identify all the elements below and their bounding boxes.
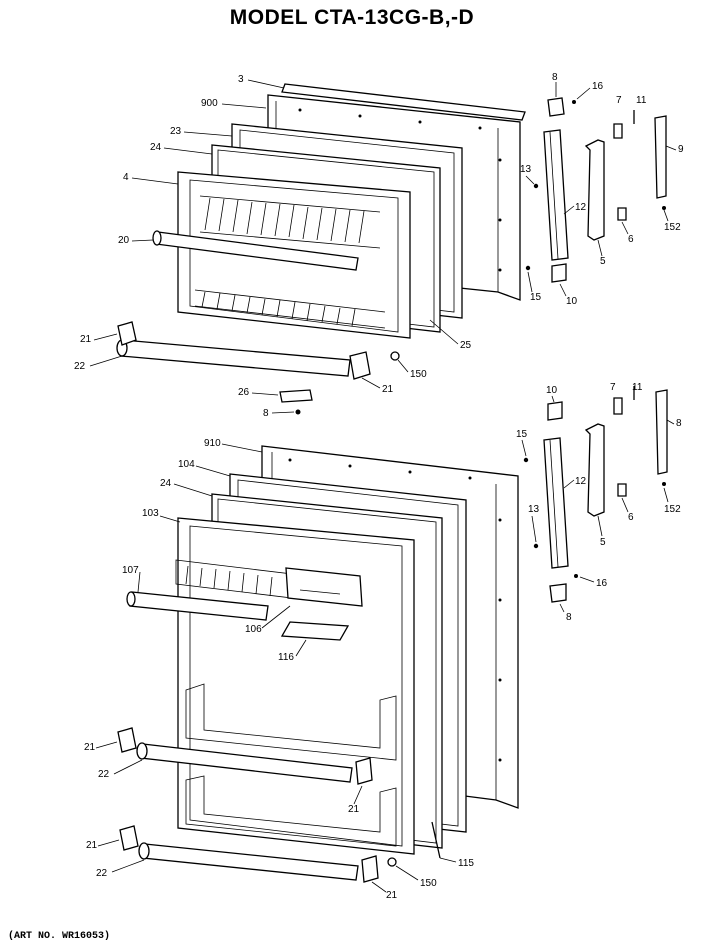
top-hinge (547, 401, 563, 421)
handle-channel (543, 129, 569, 261)
callout-15: 15 (530, 292, 542, 303)
butter-compartment (285, 567, 363, 607)
callout-11: 11 (636, 95, 647, 106)
page-title: MODEL CTA-13CG-B,-D (229, 6, 475, 29)
callout-3: 3 (238, 74, 244, 85)
door-stop (279, 389, 313, 403)
callout-152: 152 (664, 504, 681, 515)
callout-20: 20 (118, 235, 130, 246)
bottom-hinge (551, 263, 567, 283)
lower-door-callouts: 910 104 24 103 107 106 116 21 22 21 21 2… (84, 438, 474, 901)
callout-7: 7 (610, 382, 616, 393)
lower-hinge-parts (523, 386, 668, 603)
callout-6: 6 (628, 512, 634, 523)
callout-24: 24 (160, 478, 172, 489)
shelf-end-cap (119, 825, 139, 851)
upper-door-assembly (116, 83, 526, 415)
inner-door-liner (177, 517, 415, 855)
callout-9: 9 (678, 144, 684, 155)
callout-8: 8 (552, 72, 558, 83)
callout-16: 16 (592, 81, 604, 92)
callout-16: 16 (596, 578, 608, 589)
shelf-end-cap (349, 351, 371, 380)
upper-hinge-parts (525, 97, 667, 283)
callout-910: 910 (204, 438, 221, 449)
callout-8: 8 (263, 408, 269, 419)
callout-11: 11 (632, 382, 643, 393)
callout-22: 22 (74, 361, 86, 372)
callout-107: 107 (122, 565, 139, 576)
lower-hinge-callouts: 10 7 11 15 12 8 13 6 152 5 16 8 (516, 382, 682, 623)
callout-22: 22 (96, 868, 108, 879)
callout-21: 21 (86, 840, 98, 851)
callout-152: 152 (664, 222, 681, 233)
callout-150: 150 (420, 878, 437, 889)
hinge-cover (613, 397, 623, 415)
callout-12: 12 (575, 202, 587, 213)
shelf-end-cap (117, 727, 137, 753)
top-hinge (547, 97, 565, 117)
door-shelf-bar (120, 339, 351, 377)
lower-door-assembly (117, 445, 519, 883)
callout-21: 21 (84, 742, 96, 753)
handle-trim (655, 389, 668, 475)
callout-21: 21 (80, 334, 92, 345)
callout-13: 13 (528, 504, 540, 515)
door-top-trim (281, 83, 526, 121)
callout-25: 25 (460, 340, 472, 351)
end-cap (617, 483, 627, 497)
callout-24: 24 (150, 142, 162, 153)
callout-13: 13 (520, 164, 532, 175)
callout-21: 21 (348, 804, 360, 815)
callout-103: 103 (142, 508, 159, 519)
callout-106: 106 (245, 624, 262, 635)
callout-5: 5 (600, 537, 606, 548)
callout-10: 10 (546, 385, 558, 396)
callout-7: 7 (616, 95, 622, 106)
shelf-end-cap (361, 855, 379, 883)
callout-4: 4 (123, 172, 129, 183)
callout-23: 23 (170, 126, 182, 137)
upper-door-callouts: 3 900 23 24 4 20 21 22 21 150 25 26 8 (74, 74, 472, 419)
callout-900: 900 (201, 98, 218, 109)
callout-15: 15 (516, 429, 528, 440)
end-cap (617, 207, 627, 221)
door-shelf-bar (142, 843, 359, 881)
callout-104: 104 (178, 459, 195, 470)
callout-116: 116 (278, 652, 294, 663)
callout-21: 21 (386, 890, 398, 901)
handle-channel (543, 437, 569, 569)
hinge-cover (613, 123, 623, 139)
door-handle (584, 423, 605, 517)
callout-12: 12 (575, 476, 587, 487)
callout-150: 150 (410, 369, 427, 380)
callout-115: 115 (458, 858, 474, 869)
callout-8: 8 (676, 418, 682, 429)
upper-hinge-callouts: 8 16 7 11 13 12 9 5 6 152 15 10 (520, 72, 684, 307)
callout-6: 6 (628, 234, 634, 245)
callout-8: 8 (566, 612, 572, 623)
callout-26: 26 (238, 387, 250, 398)
shelf-end-cap (117, 321, 137, 346)
shelf-end-cap (355, 757, 373, 785)
compartment-door (280, 621, 350, 641)
callout-22: 22 (98, 769, 110, 780)
callout-10: 10 (566, 296, 578, 307)
callout-21: 21 (382, 384, 394, 395)
handle-trim (654, 115, 667, 199)
bottom-hinge (549, 583, 567, 603)
callout-5: 5 (600, 256, 606, 267)
art-number: (ART NO. WR16053) (8, 931, 111, 942)
door-handle (584, 139, 605, 241)
